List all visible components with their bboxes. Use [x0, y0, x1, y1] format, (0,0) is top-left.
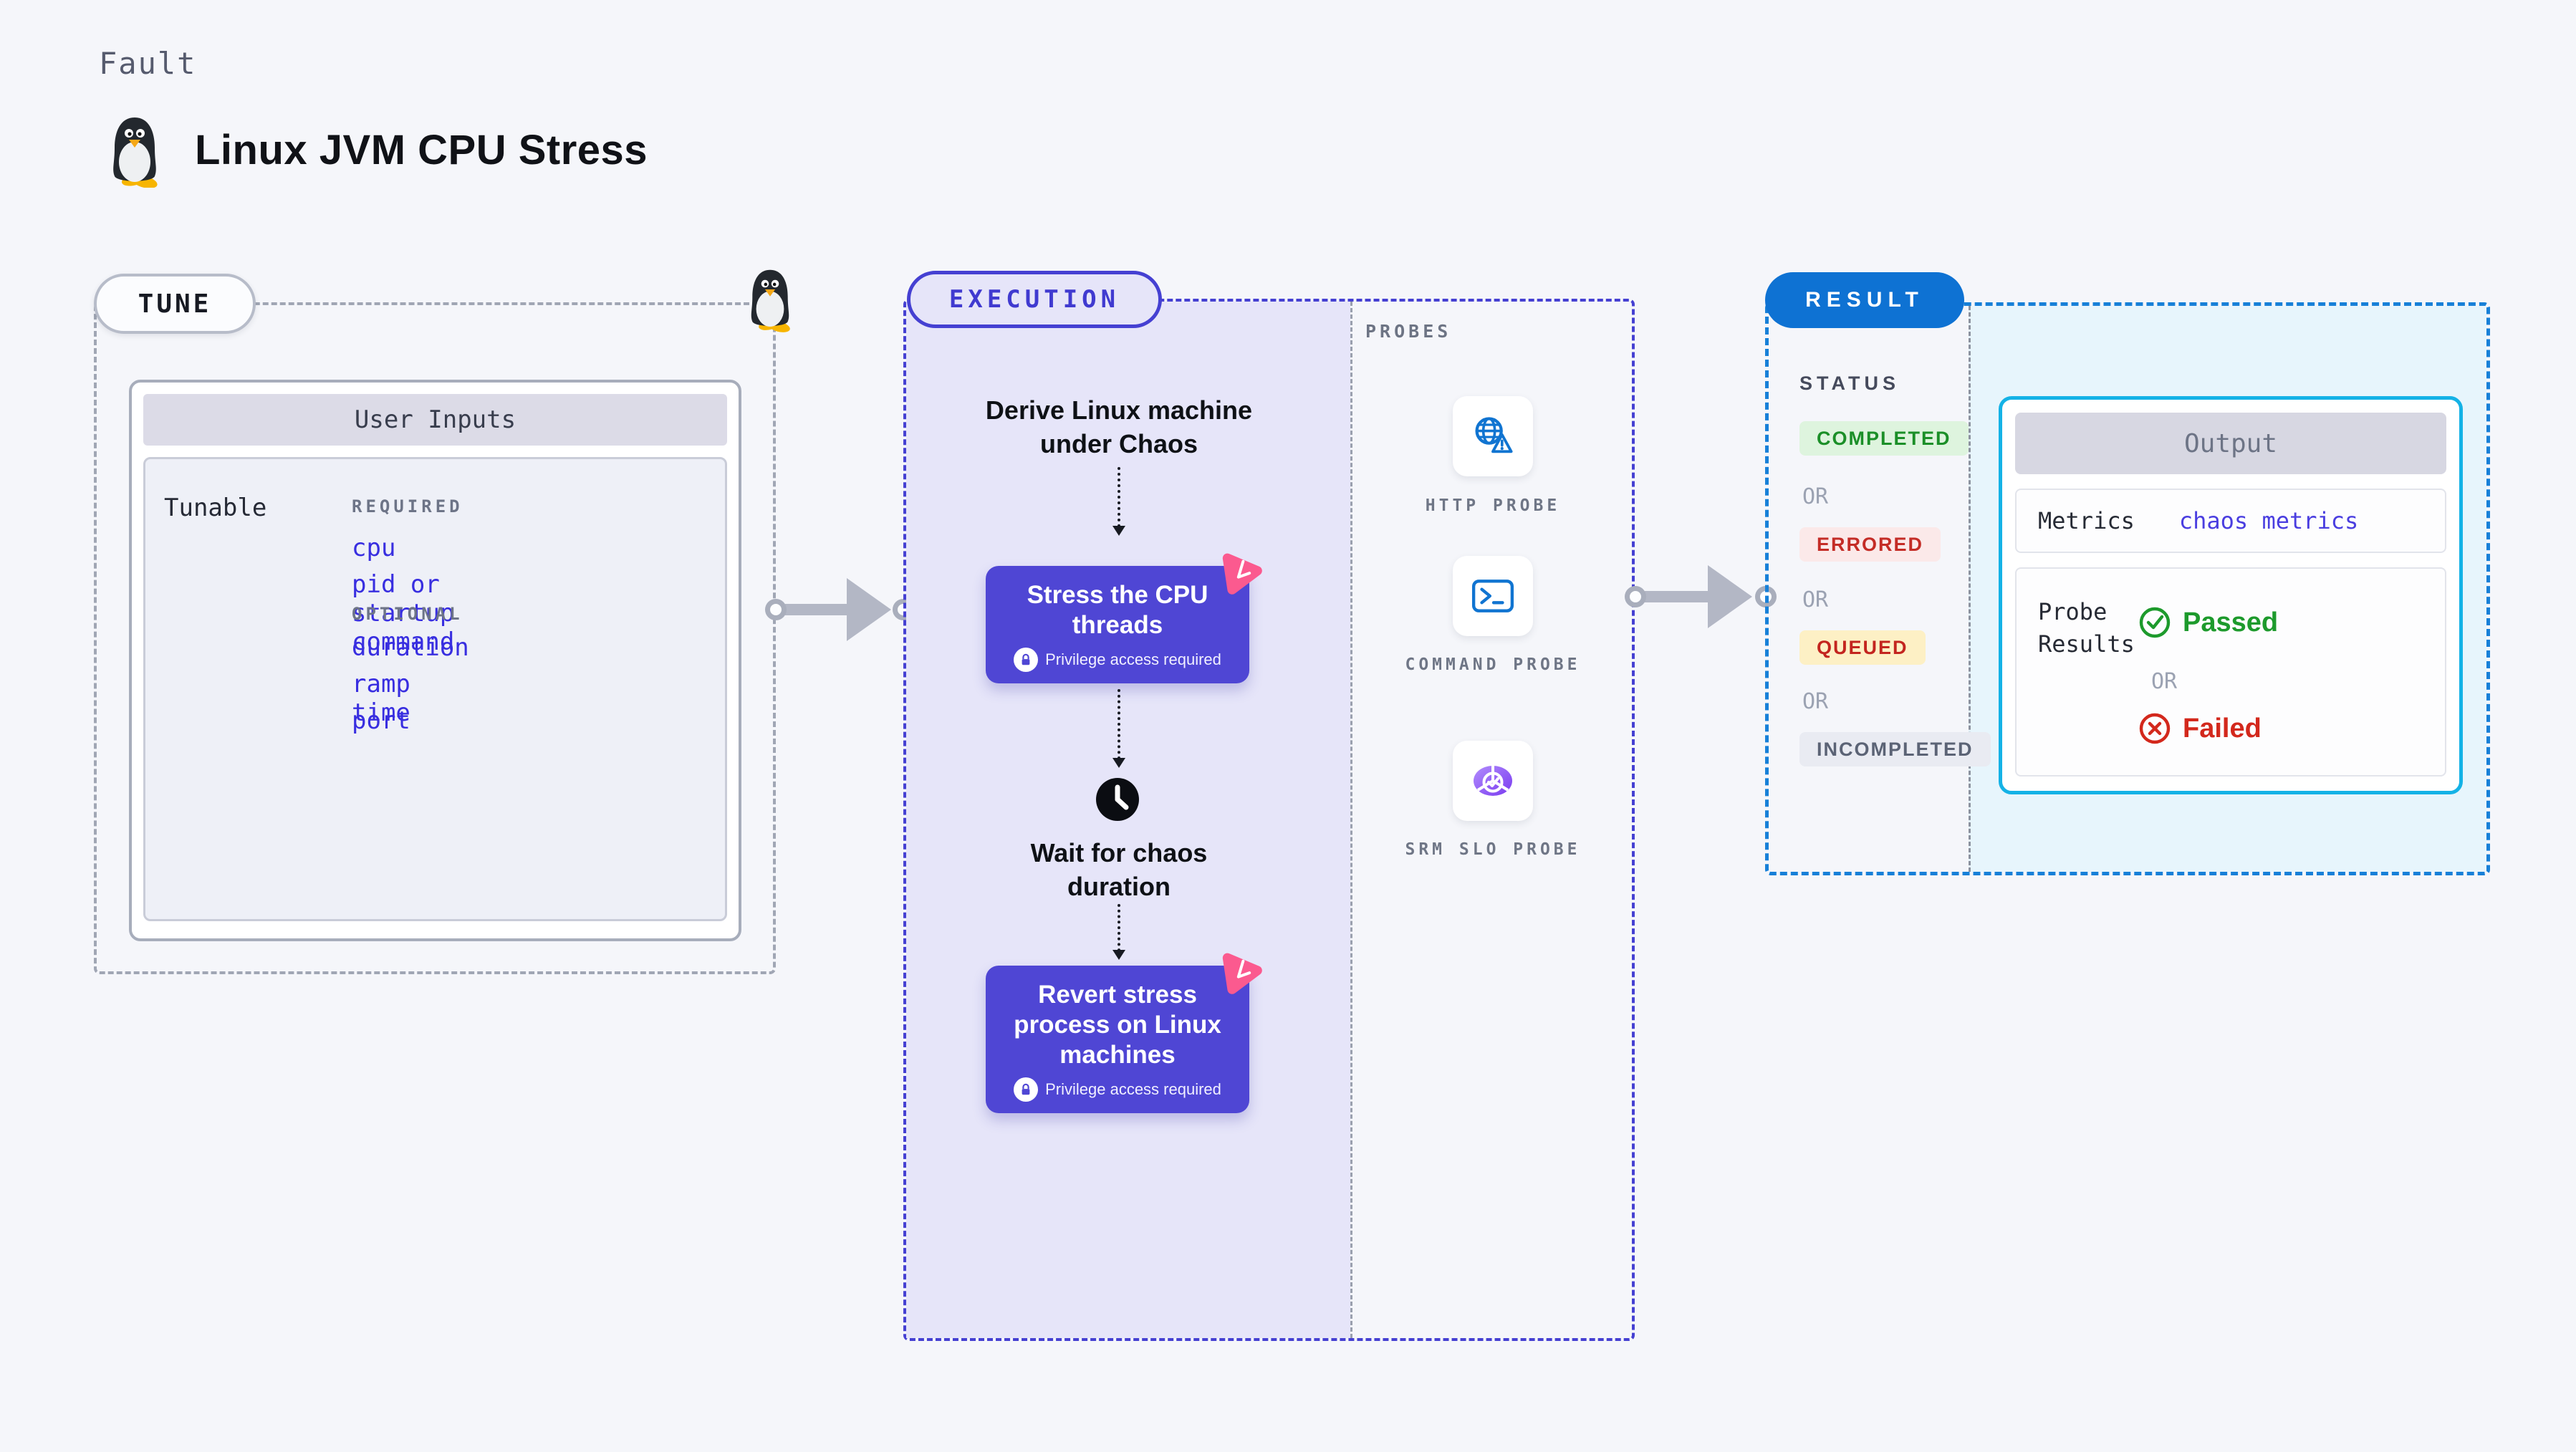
status-badge-completed: COMPLETED	[1799, 421, 1969, 456]
required-label: REQUIRED	[352, 496, 463, 516]
chaos-logo-icon	[1222, 553, 1262, 595]
command-probe-card	[1453, 556, 1533, 636]
or-separator: OR	[1802, 689, 1829, 714]
tunable-item-ramp-time: ramp time	[352, 670, 410, 727]
failed-label: Failed	[2183, 713, 2262, 744]
probes-divider	[1350, 302, 1352, 1338]
metrics-value: chaos metrics	[2178, 507, 2359, 534]
tunable-label: Tunable	[164, 494, 267, 522]
linux-penguin-icon	[751, 269, 790, 332]
status-badge-queued: QUEUED	[1799, 630, 1926, 665]
user-inputs-body: Tunable REQUIRED cpu pid or startup comm…	[143, 457, 727, 921]
tune-stage-badge: TUNE	[94, 274, 256, 334]
output-header: Output	[2015, 413, 2446, 474]
wait-step-text: Wait for chaos duration	[1030, 838, 1208, 901]
tunable-item-cpu: cpu	[352, 534, 396, 562]
command-probe-label: COMMAND PROBE	[1405, 655, 1581, 674]
or-separator: OR	[1802, 484, 1829, 509]
flow-connector	[1112, 904, 1125, 960]
tunable-item-port: port	[352, 706, 410, 735]
flow-connector	[1112, 689, 1125, 768]
or-separator: OR	[1802, 587, 1829, 612]
lock-icon	[1014, 648, 1039, 672]
terminal-icon	[1471, 580, 1514, 612]
privilege-note: Privilege access required	[1045, 650, 1221, 668]
lock-icon	[1014, 1077, 1039, 1102]
tunable-item-duration: duration	[352, 633, 469, 662]
user-inputs-header: User Inputs	[143, 394, 727, 446]
flow-connector	[1112, 467, 1125, 536]
revert-stress-step: Revert stress process on Linux machines …	[986, 966, 1249, 1113]
connector-dot	[765, 599, 787, 620]
status-divider	[1969, 306, 1971, 872]
check-circle-icon	[2139, 607, 2171, 638]
stress-cpu-step: Stress the CPU threads Privilege access …	[986, 566, 1249, 683]
probe-results-row: Probe Results Passed OR Failed	[2015, 567, 2446, 777]
or-separator: OR	[2151, 669, 2178, 694]
privilege-note: Privilege access required	[1045, 1080, 1221, 1098]
metrics-row: Metrics chaos metrics	[2015, 489, 2446, 553]
execution-flow-area	[906, 302, 1350, 1338]
connector-dot	[1625, 586, 1646, 607]
chaos-logo-icon	[1222, 953, 1262, 994]
output-card: Output Metrics chaos metrics Probe Resul…	[1999, 396, 2463, 794]
globe-alert-icon	[1475, 417, 1513, 453]
probe-result-failed: Failed	[2138, 712, 2262, 745]
execution-stage-container	[903, 299, 1635, 1341]
metrics-label: Metrics	[2038, 507, 2135, 534]
probe-results-label: Probe Results	[2038, 598, 2135, 658]
fault-kicker: Fault	[99, 46, 197, 81]
revert-stress-step-title: Revert stress process on Linux machines	[1014, 981, 1221, 1069]
status-badge-incompleted: INCOMPLETED	[1799, 732, 1991, 766]
passed-label: Passed	[2183, 607, 2279, 638]
status-badge-errored: ERRORED	[1799, 527, 1941, 562]
clock-icon	[1096, 778, 1139, 821]
probes-section-label: PROBES	[1365, 321, 1452, 342]
srm-slo-probe-card	[1453, 741, 1533, 821]
result-stage-badge: RESULT	[1765, 272, 1964, 328]
http-probe-card	[1453, 396, 1533, 476]
status-section-label: STATUS	[1799, 372, 1900, 394]
linux-penguin-icon	[113, 117, 158, 188]
derive-step-text: Derive Linux machine under Chaos	[985, 395, 1253, 458]
srm-slo-probe-label: SRM SLO PROBE	[1405, 840, 1581, 859]
page-title: Linux JVM CPU Stress	[195, 127, 648, 173]
user-inputs-card: User Inputs Tunable REQUIRED cpu pid or …	[129, 380, 741, 941]
slo-donut-icon	[1474, 766, 1512, 796]
tune-stage-container	[94, 302, 776, 974]
tunable-item-pid: pid or startup command	[352, 570, 455, 656]
http-probe-label: HTTP PROBE	[1425, 496, 1561, 515]
optional-label: OPTIONAL	[352, 604, 463, 624]
execution-stage-badge: EXECUTION	[907, 271, 1162, 328]
probe-result-passed: Passed	[2138, 606, 2278, 639]
stress-cpu-step-title: Stress the CPU threads	[1027, 581, 1208, 639]
x-circle-icon	[2139, 713, 2171, 744]
